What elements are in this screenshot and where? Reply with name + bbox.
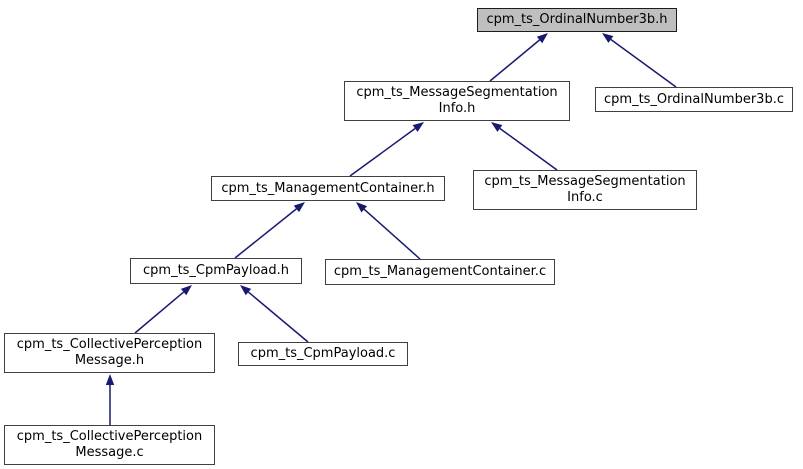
node-label-line: cpm_ts_CollectivePerception <box>16 429 203 444</box>
node-cpm-payload-c[interactable]: cpm_ts_CpmPayload.c <box>238 342 408 366</box>
node-collective-perception-message-c[interactable]: cpm_ts_CollectivePerception Message.c <box>4 425 215 465</box>
node-message-segmentation-info-c[interactable]: cpm_ts_MessageSegmentation Info.c <box>473 170 697 210</box>
node-label-line: cpm_ts_CpmPayload.c <box>250 346 396 361</box>
node-cpm-payload-h[interactable]: cpm_ts_CpmPayload.h <box>130 258 302 284</box>
node-label-line: cpm_ts_MessageSegmentation <box>484 174 686 189</box>
edge-cpm-ts-managementcontainer-h-to-cpm-ts-messagesegmentationinfo-h <box>349 122 424 177</box>
edge-cpm-ts-cpmpayload-h-to-cpm-ts-managementcontainer-h <box>234 202 305 259</box>
node-message-segmentation-info-h[interactable]: cpm_ts_MessageSegmentation Info.h <box>344 81 570 121</box>
node-label-line: cpm_ts_ManagementContainer.h <box>221 180 435 196</box>
node-label-line: Message.h <box>74 353 145 368</box>
node-ordinal-number3b-c[interactable]: cpm_ts_OrdinalNumber3b.c <box>595 87 793 112</box>
node-label-line: cpm_ts_OrdinalNumber3b.c <box>604 91 784 107</box>
node-label-line: Info.h <box>438 101 476 116</box>
node-label-line: cpm_ts_OrdinalNumber3b.h <box>486 12 668 27</box>
node-label-line: cpm_ts_MessageSegmentation <box>356 85 558 100</box>
edge-cpm-ts-collectiveperceptionmessage-c-to-cpm-ts-collectiveperceptionmessage-h <box>105 374 115 425</box>
edge-cpm-ts-messagesegmentationinfo-h-to-cpm-ts-ordinalnumber3b-h <box>489 33 548 82</box>
node-management-container-h[interactable]: cpm_ts_ManagementContainer.h <box>211 176 445 201</box>
node-label-line: cpm_ts_ManagementContainer.c <box>333 264 547 279</box>
edge-cpm-ts-managementcontainer-c-to-cpm-ts-managementcontainer-h <box>356 202 421 260</box>
edge-cpm-ts-ordinalnumber3b-c-to-cpm-ts-ordinalnumber3b-h <box>602 33 677 88</box>
edge-cpm-ts-cpmpayload-c-to-cpm-ts-cpmpayload-h <box>240 285 309 343</box>
node-label-line: Message.c <box>75 445 144 460</box>
node-label-line: cpm_ts_CollectivePerception <box>16 337 203 352</box>
edge-cpm-ts-messagesegmentationinfo-c-to-cpm-ts-messagesegmentationinfo-h <box>491 122 558 171</box>
edge-cpm-ts-collectiveperceptionmessage-h-to-cpm-ts-cpmpayload-h <box>134 285 192 334</box>
node-label-line: Info.c <box>567 190 603 205</box>
node-management-container-c[interactable]: cpm_ts_ManagementContainer.c <box>325 259 555 285</box>
node-label-line: cpm_ts_CpmPayload.h <box>143 263 289 278</box>
node-ordinal-number3b-h: cpm_ts_OrdinalNumber3b.h <box>477 8 677 32</box>
node-collective-perception-message-h[interactable]: cpm_ts_CollectivePerception Message.h <box>4 333 215 373</box>
